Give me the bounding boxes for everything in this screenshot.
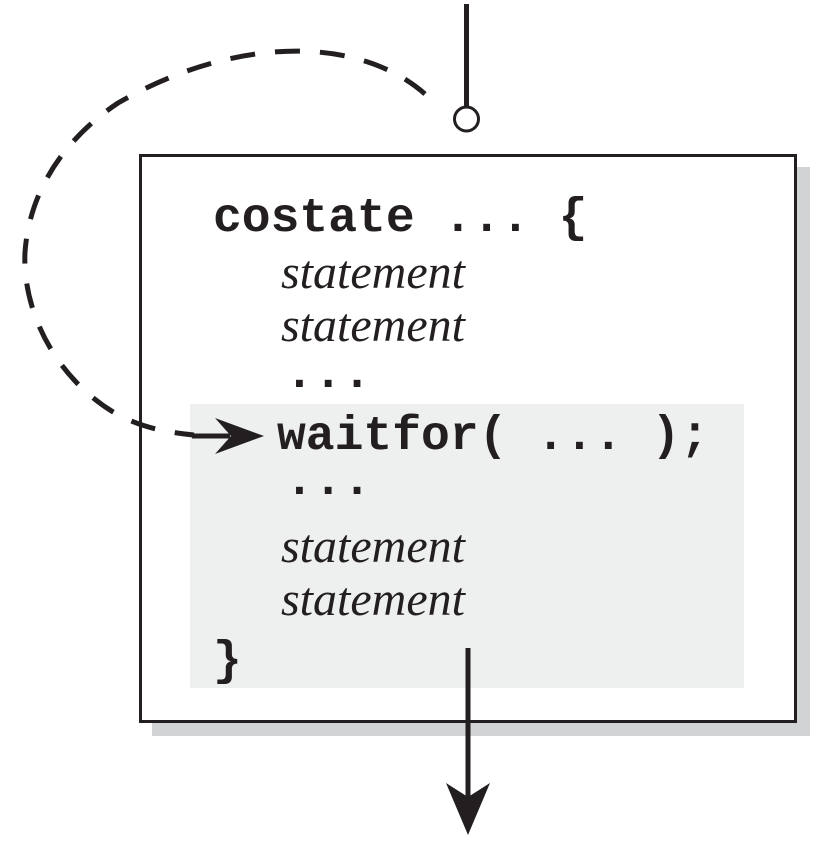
code-line-costate-open: costate ... { — [213, 192, 588, 246]
exit-arrow-head — [446, 783, 490, 835]
code-line-ellipsis-1: ... — [285, 348, 372, 402]
code-line-statement-2: statement — [281, 299, 465, 352]
entry-point-circle — [453, 105, 480, 133]
code-line-statement-4: statement — [281, 573, 465, 626]
code-line-ellipsis-2: ... — [285, 455, 372, 509]
waitfor-highlight-region — [190, 404, 744, 688]
code-line-statement-1: statement — [281, 246, 465, 299]
code-line-closing-brace: } — [213, 635, 242, 689]
code-line-statement-3: statement — [281, 520, 465, 573]
